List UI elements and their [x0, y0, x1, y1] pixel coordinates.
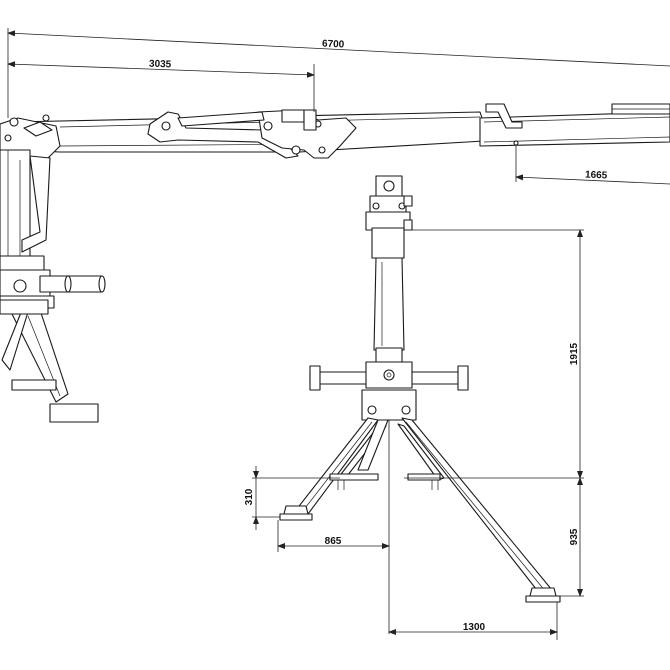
side-column	[0, 149, 106, 309]
dimension-lines	[7, 28, 670, 640]
side-legs	[0, 299, 99, 423]
dim-extension: 1665	[585, 170, 608, 182]
dim-leg-span: 1300	[463, 622, 486, 633]
dim-foot-height: 310	[244, 488, 255, 505]
dimension-labels: 6700 3035 1665 1915 935 310 865 1300	[149, 38, 608, 633]
dim-overall-length: 6700	[322, 38, 345, 50]
dim-column-height: 1915	[569, 342, 580, 365]
boom-extension	[479, 103, 670, 147]
front-column	[373, 257, 405, 363]
front-feet	[279, 473, 561, 603]
side-view	[0, 103, 670, 423]
front-view	[279, 175, 561, 603]
base-plate	[361, 389, 417, 421]
dim-boom-length: 3035	[149, 59, 172, 71]
outrigger-beam	[309, 361, 469, 391]
dim-foot-offset: 865	[325, 536, 342, 547]
dim-leg-height: 935	[569, 528, 580, 545]
link-arms	[147, 109, 357, 159]
rotator-head	[365, 175, 413, 259]
front-legs	[295, 417, 553, 595]
